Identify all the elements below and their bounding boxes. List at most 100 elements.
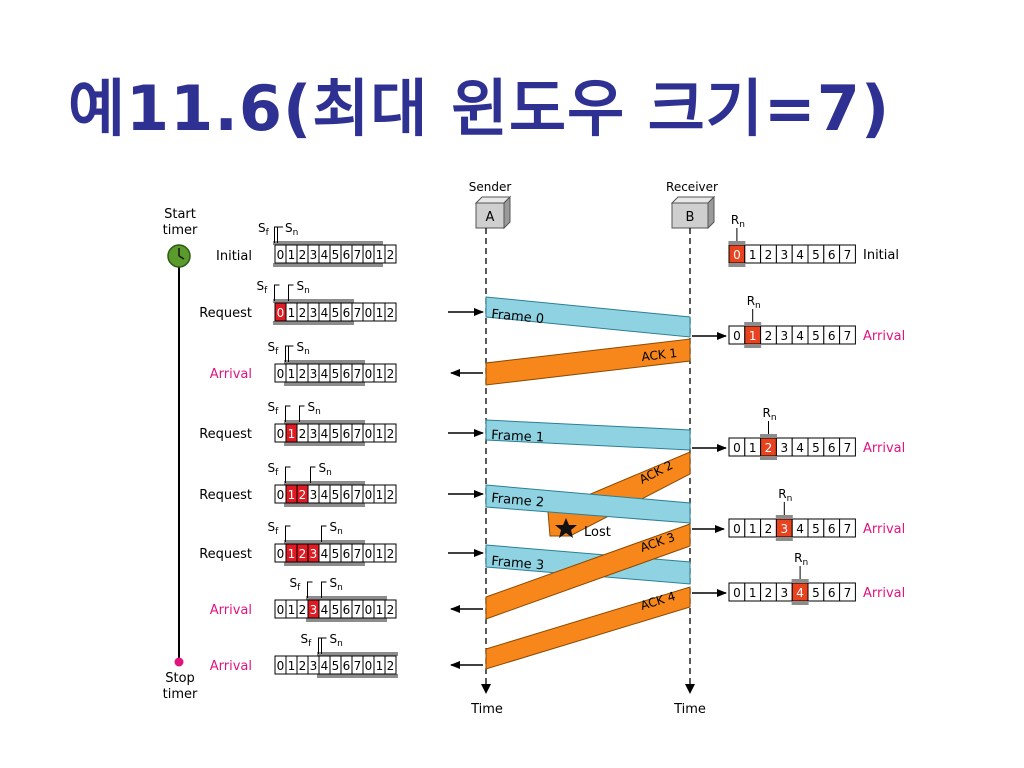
seq-number: 1	[749, 522, 757, 536]
seq-number: 6	[343, 248, 351, 262]
sender-time-arrow	[481, 684, 491, 694]
window-bar	[273, 263, 383, 267]
sf-label: Sf	[268, 520, 280, 537]
rn-marker	[791, 601, 809, 605]
rn-label: Rn	[778, 487, 792, 504]
seq-number: 4	[796, 248, 804, 262]
window-bar	[284, 481, 365, 485]
seq-number: 7	[354, 488, 362, 502]
seq-number: 5	[332, 659, 340, 673]
seq-number: 7	[354, 427, 362, 441]
seq-number: 3	[780, 441, 788, 455]
seq-number: 1	[288, 547, 296, 561]
seq-number: 6	[828, 441, 836, 455]
seq-number: 5	[812, 586, 820, 600]
seq-number: 4	[321, 547, 329, 561]
seq-number: 5	[812, 441, 820, 455]
lost-label: Lost	[584, 525, 611, 540]
sn-label: Sn	[330, 520, 343, 537]
seq-number: 0	[365, 427, 373, 441]
seq-number: 0	[277, 659, 285, 673]
seq-number: 5	[332, 306, 340, 320]
sf-label: Sf	[268, 400, 280, 417]
sf-pointer	[307, 581, 313, 598]
seq-number: 1	[376, 488, 384, 502]
sn-label: Sn	[285, 221, 298, 238]
sender-box-label: A	[486, 210, 495, 225]
seq-number: 2	[299, 427, 307, 441]
sender-row: Initial 0 1 2 3 4 5 6 7 0 1 2 Sf Sn	[216, 221, 397, 267]
frame-band	[485, 296, 691, 338]
seq-number: 0	[733, 248, 741, 262]
receiver-time-arrow	[685, 684, 695, 694]
sender-row-label: Arrival	[210, 367, 252, 382]
sn-pointer	[310, 466, 316, 483]
seq-number: 7	[354, 248, 362, 262]
seq-number: 3	[310, 306, 318, 320]
sn-pointer	[277, 226, 283, 243]
frame-label: Frame 3	[491, 554, 545, 573]
rn-marker	[775, 515, 793, 519]
rn-marker	[791, 579, 809, 583]
seq-cell	[839, 582, 856, 602]
sf-label: Sf	[268, 340, 280, 357]
seq-cell	[839, 244, 856, 264]
seq-number: 2	[765, 586, 773, 600]
rn-marker	[728, 263, 746, 267]
seq-number: 1	[288, 603, 296, 617]
sf-label: Sf	[258, 221, 270, 238]
seq-number: 2	[387, 603, 395, 617]
seq-number: 1	[288, 488, 296, 502]
frame-2-layer: Frame 2	[485, 484, 691, 524]
seq-number: 4	[321, 488, 329, 502]
sequence-cells: 0 1 2 3 4 5 6 7 0 1 2	[274, 244, 397, 264]
seq-number: 1	[288, 659, 296, 673]
timer-column: Start timer Stop timer	[163, 207, 198, 702]
seq-number: 0	[365, 248, 373, 262]
seq-number: 6	[343, 488, 351, 502]
rn-marker	[744, 344, 762, 348]
seq-number: 7	[844, 441, 852, 455]
seq-number: 2	[299, 659, 307, 673]
seq-number: 0	[365, 547, 373, 561]
receiver-row-label: Arrival	[863, 522, 905, 537]
seq-number: 4	[321, 306, 329, 320]
sn-pointer	[321, 637, 327, 654]
seq-number: 0	[365, 488, 373, 502]
seq-number: 7	[844, 329, 852, 343]
seq-number: 5	[332, 488, 340, 502]
window-bar	[317, 674, 398, 678]
seq-number: 6	[343, 367, 351, 381]
seq-cell	[384, 244, 397, 264]
seq-number: 2	[299, 547, 307, 561]
seq-number: 4	[321, 427, 329, 441]
rn-marker	[728, 241, 746, 245]
seq-number: 2	[299, 603, 307, 617]
seq-number: 3	[310, 488, 318, 502]
ack-band	[485, 523, 691, 620]
seq-number: 2	[299, 248, 307, 262]
seq-number: 3	[310, 547, 318, 561]
seq-number: 2	[387, 427, 395, 441]
seq-number: 2	[387, 367, 395, 381]
lost-star-icon	[555, 518, 577, 538]
seq-number: 3	[780, 248, 788, 262]
seq-number: 1	[749, 248, 757, 262]
receiver-row-label: Initial	[863, 248, 899, 263]
seq-number: 1	[376, 367, 384, 381]
receiver-row-label: Arrival	[863, 441, 905, 456]
seq-number: 2	[387, 547, 395, 561]
seq-number: 3	[310, 427, 318, 441]
seq-number: 5	[812, 329, 820, 343]
window-bar	[284, 540, 365, 544]
seq-number: 2	[387, 488, 395, 502]
seq-number: 1	[288, 306, 296, 320]
arrows-layer	[448, 308, 727, 669]
lost-marker: Lost	[555, 518, 611, 540]
sender-box-side	[503, 195, 511, 230]
ack-band	[485, 586, 691, 670]
